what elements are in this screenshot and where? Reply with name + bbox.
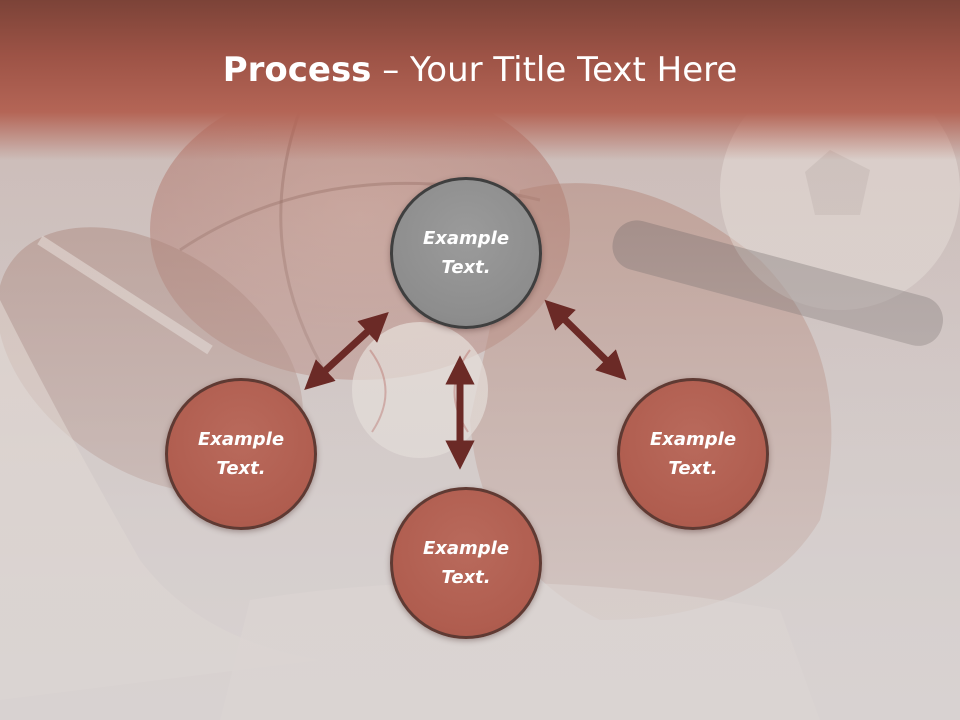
- node-bottom-line1: Example: [422, 538, 510, 559]
- node-right-line2: Text.: [668, 458, 718, 479]
- node-bottom-line2: Text.: [441, 567, 491, 588]
- title-band: [0, 0, 960, 160]
- slide-title[interactable]: Process – Your Title Text Here: [0, 50, 960, 90]
- node-top-line2: Text.: [441, 257, 491, 278]
- title-rest: – Your Title Text Here: [371, 50, 738, 90]
- node-top-line1: Example: [422, 228, 510, 249]
- node-right-line1: Example: [649, 429, 737, 450]
- node-left-line1: Example: [197, 429, 285, 450]
- title-bold: Process: [222, 50, 372, 90]
- node-left-line2: Text.: [216, 458, 266, 479]
